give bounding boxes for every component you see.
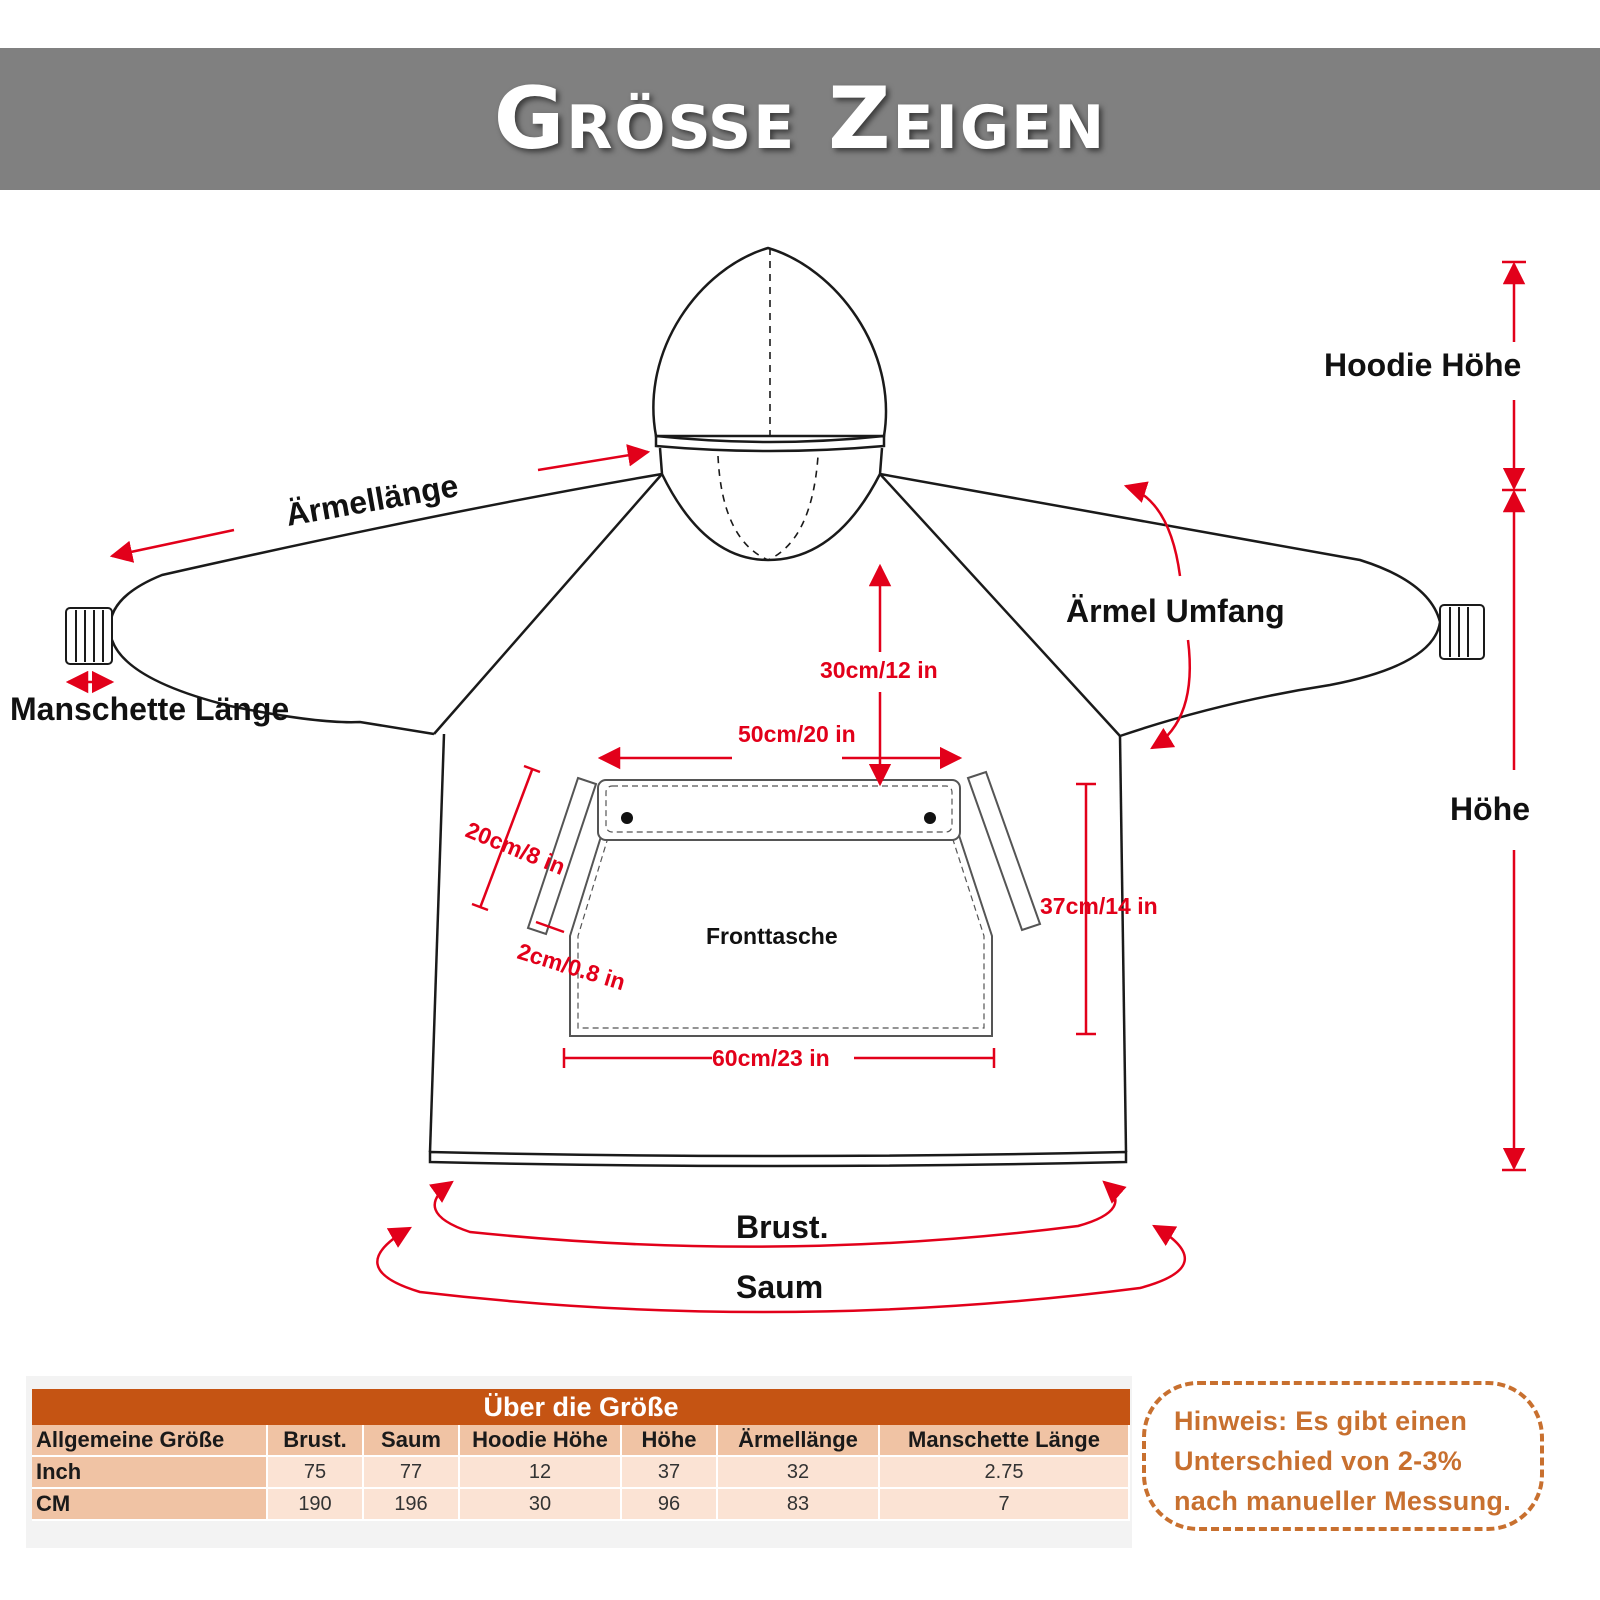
table-cell: 37 [622, 1457, 718, 1489]
row-label: Inch [32, 1457, 268, 1489]
pocket-button-right [924, 812, 936, 824]
table-cell: 12 [460, 1457, 622, 1489]
table-cell: 32 [718, 1457, 880, 1489]
note-line: Unterschied von 2-3% [1174, 1446, 1463, 1476]
size-table-header-row: Allgemeine Größe Brust. Saum Hoodie Höhe… [32, 1425, 1130, 1457]
pocket-button-left [621, 812, 633, 824]
measurement-lines [65, 260, 1526, 1314]
right-sleeve [879, 472, 1442, 738]
hoodie-height-label: Hoodie Höhe [1324, 347, 1521, 383]
hem-label: Saum [736, 1269, 823, 1305]
pocket-side-left [526, 776, 598, 936]
column-header: Manschette Länge [880, 1425, 1130, 1457]
note-line: nach manueller Messung. [1174, 1486, 1511, 1516]
pocket-side-width-value: 2cm/0.8 in [515, 938, 629, 995]
right-raglan [879, 473, 1121, 737]
chest-label: Brust. [736, 1209, 828, 1245]
table-row: CM 190 196 30 96 83 7 [32, 1489, 1130, 1521]
table-row: Inch 75 77 12 37 32 2.75 [32, 1457, 1130, 1489]
note-line: Hinweis: Es gibt einen [1174, 1406, 1468, 1436]
note-text: Hinweis: Es gibt einen Unterschied von 2… [1174, 1401, 1554, 1521]
table-cell: 75 [268, 1457, 364, 1489]
body-left-side [428, 733, 446, 1153]
column-header: Höhe [622, 1425, 718, 1457]
pocket-body [569, 813, 993, 1037]
cuff-length-label: Manschette Länge [10, 691, 289, 727]
sleeve-circumference-arc-top [1123, 481, 1182, 577]
front-pocket-label: Fronttasche [706, 923, 838, 949]
sleeve-length-arrow-right [537, 444, 651, 472]
hoodie-outline [108, 246, 1442, 1168]
height-label: Höhe [1450, 791, 1530, 827]
neck-seam [717, 455, 819, 561]
row-label: CM [32, 1489, 268, 1521]
column-header: Brust. [268, 1425, 364, 1457]
measurement-note: Hinweis: Es gibt einen Unterschied von 2… [1142, 1381, 1544, 1531]
hood-shape [652, 246, 888, 438]
hem-band [428, 1150, 1128, 1168]
column-header: Hoodie Höhe [460, 1425, 622, 1457]
table-cell: 196 [364, 1489, 460, 1521]
pocket-side-right [966, 770, 1042, 932]
column-header: Allgemeine Größe [32, 1425, 268, 1457]
front-pocket [526, 770, 1042, 1037]
column-header: Saum [364, 1425, 460, 1457]
pocket-side-width-line [535, 920, 565, 934]
hood-opening [654, 434, 886, 453]
table-cell: 77 [364, 1457, 460, 1489]
left-cuff [65, 607, 113, 665]
table-cell: 30 [460, 1489, 622, 1521]
table-cell: 7 [880, 1489, 1130, 1521]
pocket-side-length-value: 20cm/8 in [462, 817, 569, 880]
pocket-flap [597, 779, 961, 841]
size-table: Über die Größe Allgemeine Größe Brust. S… [32, 1389, 1130, 1521]
table-cell: 190 [268, 1489, 364, 1521]
left-raglan [433, 473, 663, 735]
hem-arc [376, 1224, 1186, 1314]
size-table-title: Über die Größe [32, 1389, 1130, 1425]
table-cell: 96 [622, 1489, 718, 1521]
right-cuff [1439, 604, 1485, 660]
sleeve-circumference-label: Ärmel Umfang [1066, 593, 1285, 629]
sleeve-circumference-arc-bottom [1150, 639, 1192, 750]
sleeve-length-label: Ärmellänge [283, 467, 461, 533]
size-table-panel: Über die Größe Allgemeine Größe Brust. S… [26, 1376, 1132, 1548]
pocket-top-distance-value: 30cm/12 in [820, 657, 938, 683]
table-cell: 83 [718, 1489, 880, 1521]
pocket-flap-width-value: 50cm/20 in [738, 721, 856, 747]
pocket-side-length-line [478, 769, 534, 909]
table-cell: 2.75 [880, 1457, 1130, 1489]
body-right-side [1118, 735, 1128, 1153]
hood-neck [658, 447, 884, 562]
page-title: Größe Zeigen [493, 69, 1107, 169]
title-banner: Größe Zeigen [0, 48, 1600, 190]
column-header: Ärmellänge [718, 1425, 880, 1457]
pocket-height-value: 37cm/14 in [1040, 893, 1158, 919]
pocket-width-value: 60cm/23 in [712, 1045, 830, 1071]
sleeve-length-arrow-left [109, 528, 235, 563]
